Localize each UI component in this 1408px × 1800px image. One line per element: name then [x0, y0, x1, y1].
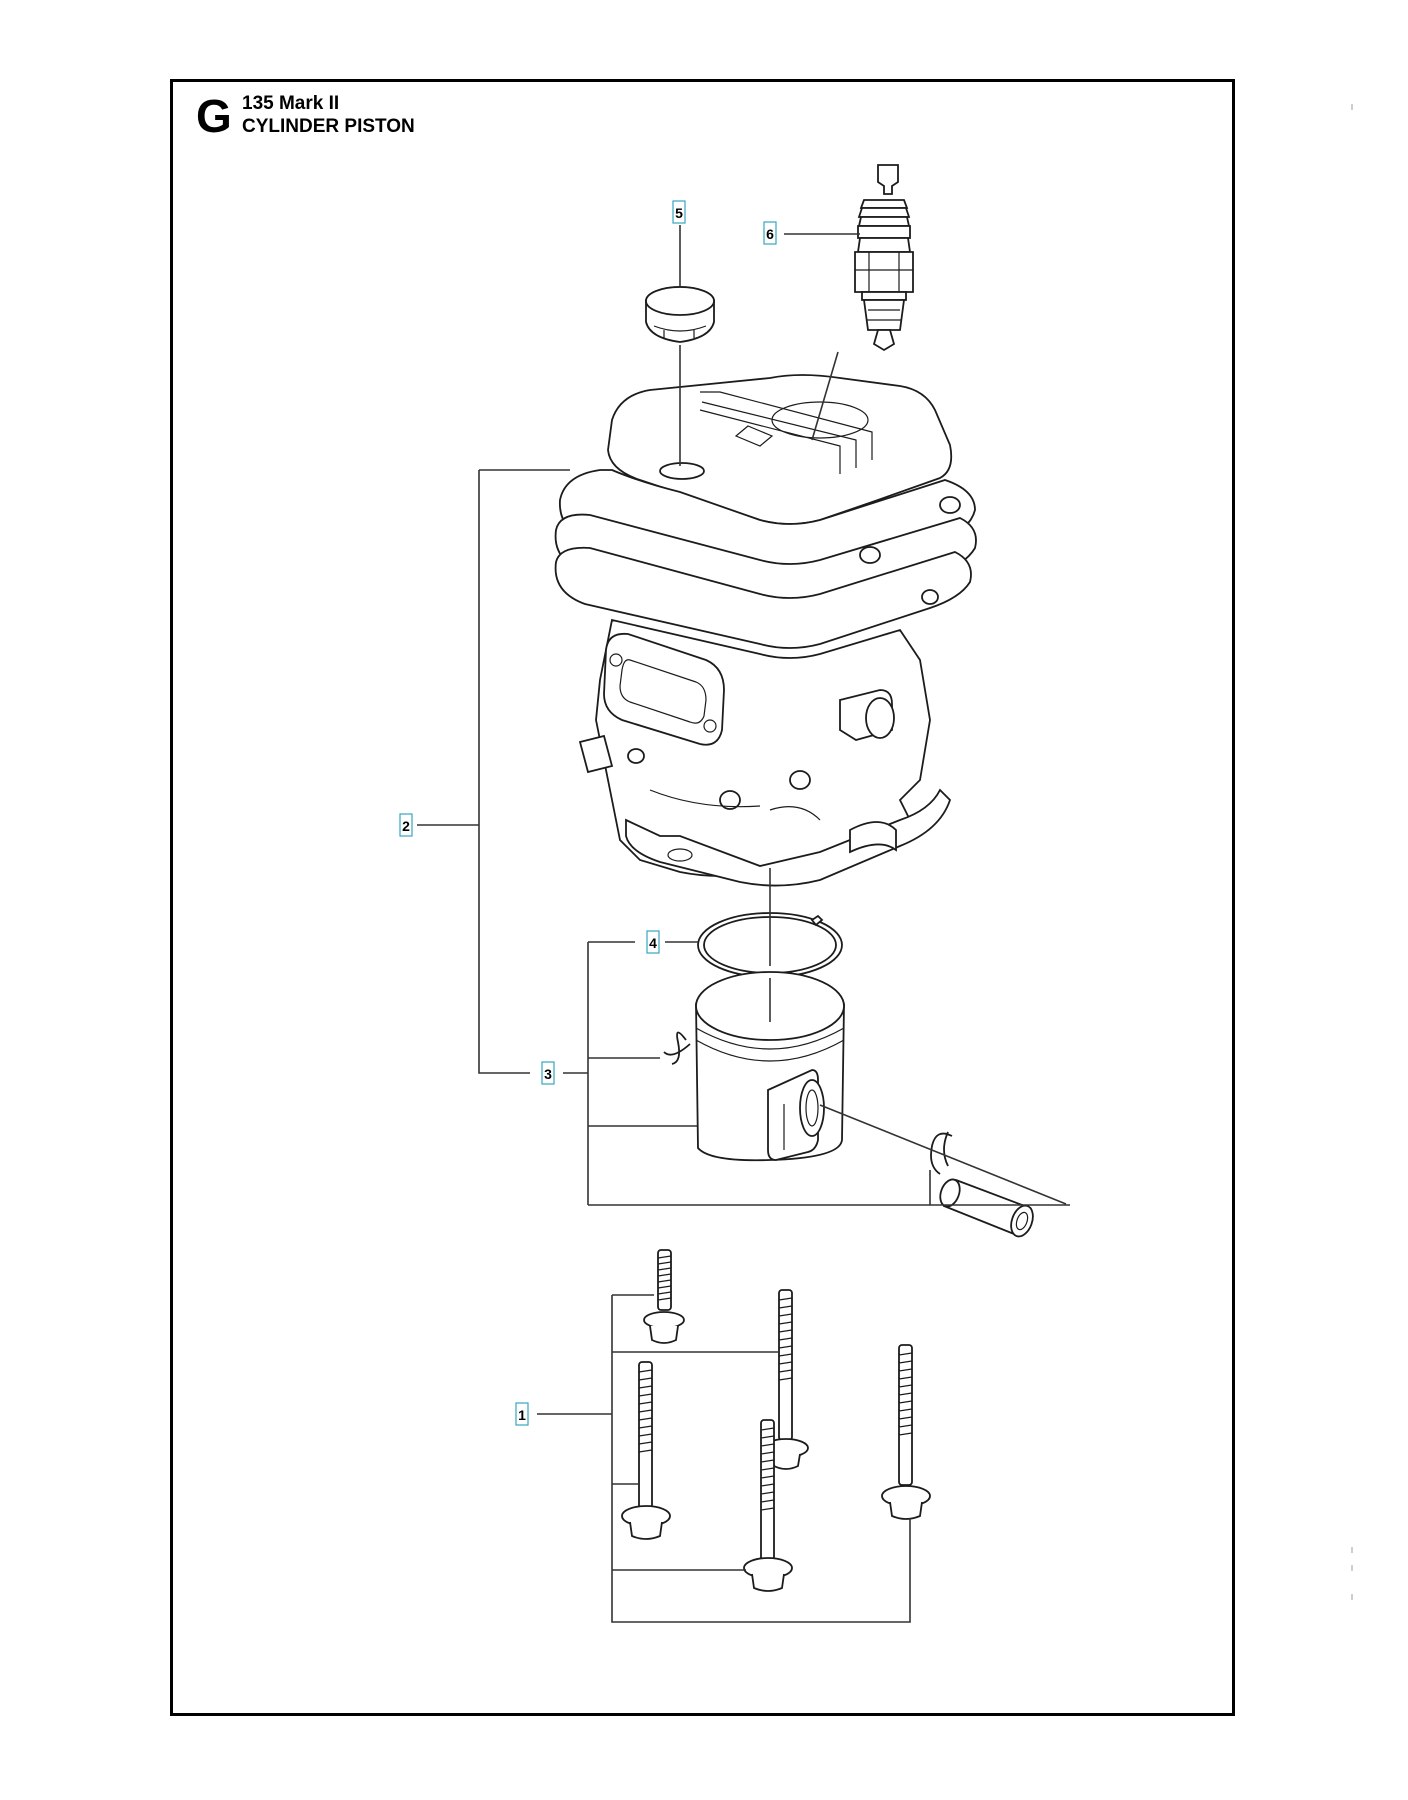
cylinder [554, 374, 977, 887]
edge-artifact [1351, 1547, 1353, 1553]
callout-label: 3 [544, 1066, 552, 1082]
diagram-frame [170, 79, 1235, 1716]
spark-plug [854, 164, 914, 352]
callout-label: 6 [766, 226, 774, 242]
callout-label: 1 [518, 1407, 526, 1423]
section-letter: G [196, 90, 232, 142]
piston-pin [939, 1178, 1034, 1238]
model-name: 135 Mark II [242, 93, 340, 114]
screw-long-c [743, 1419, 793, 1592]
callout-3[interactable]: 3 [541, 1061, 555, 1085]
screw-long-d [881, 1344, 931, 1520]
callout-6[interactable]: 6 [763, 221, 777, 245]
edge-artifact [1351, 1594, 1353, 1600]
callout-1[interactable]: 1 [515, 1402, 529, 1426]
callout-5[interactable]: 5 [672, 200, 686, 224]
diagram-title: CYLINDER PISTON [242, 116, 415, 137]
edge-artifact [1351, 104, 1353, 110]
callout-label: 5 [675, 205, 683, 221]
decompression-valve [645, 286, 715, 343]
screw-long-b [621, 1361, 671, 1540]
circlip-left [663, 1031, 691, 1065]
callout-label: 2 [402, 818, 410, 834]
leader-lines [417, 225, 1070, 1623]
edge-artifact [1351, 1565, 1353, 1571]
callout-2[interactable]: 2 [399, 813, 413, 837]
callout-4[interactable]: 4 [646, 930, 660, 954]
callout-label: 4 [649, 935, 657, 951]
screw-short [643, 1249, 685, 1344]
circlip-right [930, 1131, 953, 1175]
screw-long-a [763, 1289, 809, 1470]
